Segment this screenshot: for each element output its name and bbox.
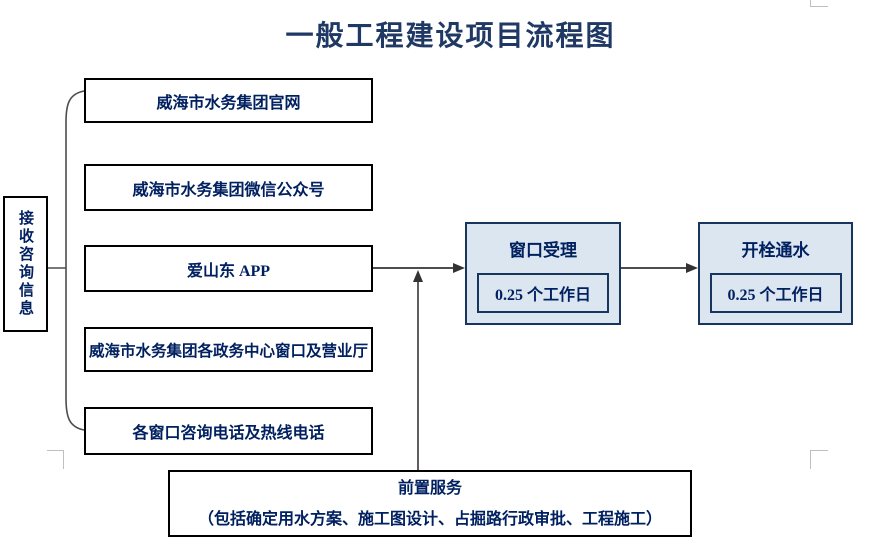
step-box-window-acceptance: 窗口受理 0.25 个工作日: [465, 222, 621, 325]
source-box-receive-consultation: 接收咨询信息: [3, 196, 48, 332]
page-margin-mark-top-right: [810, 0, 828, 7]
channel-box-aishandong-app: 爱山东 APP: [84, 245, 373, 292]
page-title: 一般工程建设项目流程图: [285, 21, 616, 52]
duration-box: 0.25 个工作日: [709, 273, 842, 313]
pre-service-title: 前置服务: [397, 479, 462, 497]
step-label: 开栓通水: [741, 241, 810, 260]
arrowhead-right-icon: [686, 263, 698, 273]
page-margin-mark-bottom-right: [810, 450, 828, 469]
channel-box-service-center-windows: 威海市水务集团各政务中心窗口及营业厅: [84, 327, 373, 372]
channel-box-wechat-account: 威海市水务集团微信公众号: [84, 164, 373, 211]
step-label: 窗口受理: [509, 241, 577, 260]
pre-service-box: 前置服务 （包括确定用水方案、施工图设计、占掘路行政审批、工程施工）: [168, 470, 692, 537]
channel-box-official-website: 威海市水务集团官网: [84, 78, 373, 123]
arrowhead-up-icon: [413, 270, 423, 282]
bracket-connector: [65, 90, 85, 431]
pre-service-detail: （包括确定用水方案、施工图设计、占掘路行政审批、工程施工）: [197, 510, 662, 528]
arrowhead-right-icon: [453, 263, 465, 273]
duration-box: 0.25 个工作日: [477, 273, 609, 313]
step-box-turn-on-water: 开栓通水 0.25 个工作日: [698, 222, 853, 325]
page-margin-mark-bottom-left: [47, 450, 64, 469]
channel-box-hotline-phones: 各窗口咨询电话及热线电话: [84, 407, 373, 455]
